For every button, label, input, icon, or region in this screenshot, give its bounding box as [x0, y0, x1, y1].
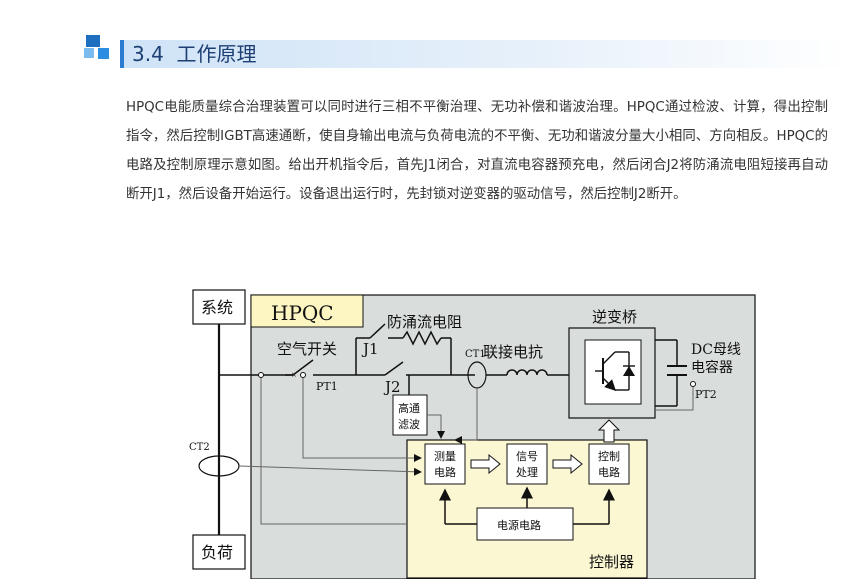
dc-cap-label-1: DC母线 — [691, 342, 741, 358]
circuit-diagram-svg: HPQC 系统 负荷 × 空气开关 PT1 防涌流电阻 J1 J2 高通 滤波 … — [189, 289, 756, 580]
pt-signal-line — [260, 378, 407, 525]
hpf-label-1: 高通 — [398, 401, 420, 415]
arrow-signal-to-control — [552, 453, 583, 475]
air-switch-label: 空气开关 — [277, 340, 337, 358]
system-box — [192, 289, 246, 325]
hpqc-label-box — [250, 294, 364, 328]
j1-switch — [369, 323, 386, 339]
load-label: 负荷 — [201, 543, 233, 562]
controller-label: 控制器 — [589, 553, 634, 571]
circuit-diagram: HPQC 系统 负荷 × 空气开关 PT1 防涌流电阻 J1 J2 高通 滤波 … — [185, 280, 765, 580]
air-switch-x-mark: × — [291, 371, 297, 379]
inrush-resistor — [402, 330, 442, 346]
measure-circuit-box — [424, 443, 466, 485]
section-header: 3.4 工作原理 — [0, 0, 851, 80]
inverter-label: 逆变桥 — [592, 308, 637, 326]
air-switch — [292, 359, 314, 376]
j2-label: J2 — [383, 378, 401, 396]
section-title-accent — [120, 40, 124, 68]
pt2-signal-line — [655, 387, 694, 411]
signal-label-1: 信号 — [516, 450, 538, 463]
pt-junction — [258, 372, 264, 378]
section-title-bar — [120, 40, 851, 68]
measure-label-1: 测量 — [434, 450, 456, 463]
reactor-coil — [506, 369, 548, 376]
signal-label-2: 处理 — [516, 466, 538, 479]
control-label-1: 控制 — [598, 449, 620, 463]
control-circuit-box — [588, 443, 630, 485]
load-box — [192, 534, 246, 570]
section-title-text: 工作原理 — [176, 42, 257, 66]
hpf-label-2: 滤波 — [398, 418, 420, 431]
body-paragraph: HPQC电能质量综合治理装置可以同时进行三相不平衡治理、无功补偿和谐波治理。HP… — [126, 100, 828, 202]
control-label-2: 电路 — [598, 466, 620, 479]
diode-symbol — [623, 366, 635, 376]
measure-label-2: 电路 — [434, 466, 456, 479]
ct2-signal-line — [238, 465, 422, 476]
pt2-junction — [690, 381, 696, 387]
dc-cap-label-2: 电容器 — [691, 359, 733, 376]
ct2-label: CT2 — [189, 442, 210, 453]
section-title: 3.4 工作原理 — [132, 42, 257, 66]
j2-switch — [384, 361, 404, 376]
header-decoration-square — [98, 48, 109, 59]
power-label: 电源电路 — [497, 518, 541, 532]
reactor-label: 联接电抗 — [483, 343, 543, 361]
ct1-label: CT1 — [465, 349, 486, 360]
ct1-signal-line — [454, 388, 478, 444]
arrow-control-to-inverter — [597, 419, 621, 443]
pt2-label: PT2 — [695, 388, 717, 401]
pt1-signal-line — [302, 378, 422, 462]
pt1-junction — [300, 372, 306, 378]
high-pass-filter-box — [392, 394, 428, 436]
pt1-label: PT1 — [316, 380, 338, 393]
resistor-label: 防涌流电阻 — [387, 313, 462, 331]
header-decoration-square — [86, 35, 100, 47]
hpf-signal-line — [427, 414, 445, 439]
system-label: 系统 — [201, 298, 233, 317]
hpqc-label: HPQC — [271, 301, 334, 325]
arrow-measure-to-signal — [470, 453, 501, 475]
header-decoration-square — [84, 48, 94, 58]
signal-process-box — [506, 443, 548, 485]
section-number: 3.4 — [132, 42, 164, 66]
j1-label: J1 — [361, 340, 379, 358]
power-circuit-box — [476, 507, 574, 541]
